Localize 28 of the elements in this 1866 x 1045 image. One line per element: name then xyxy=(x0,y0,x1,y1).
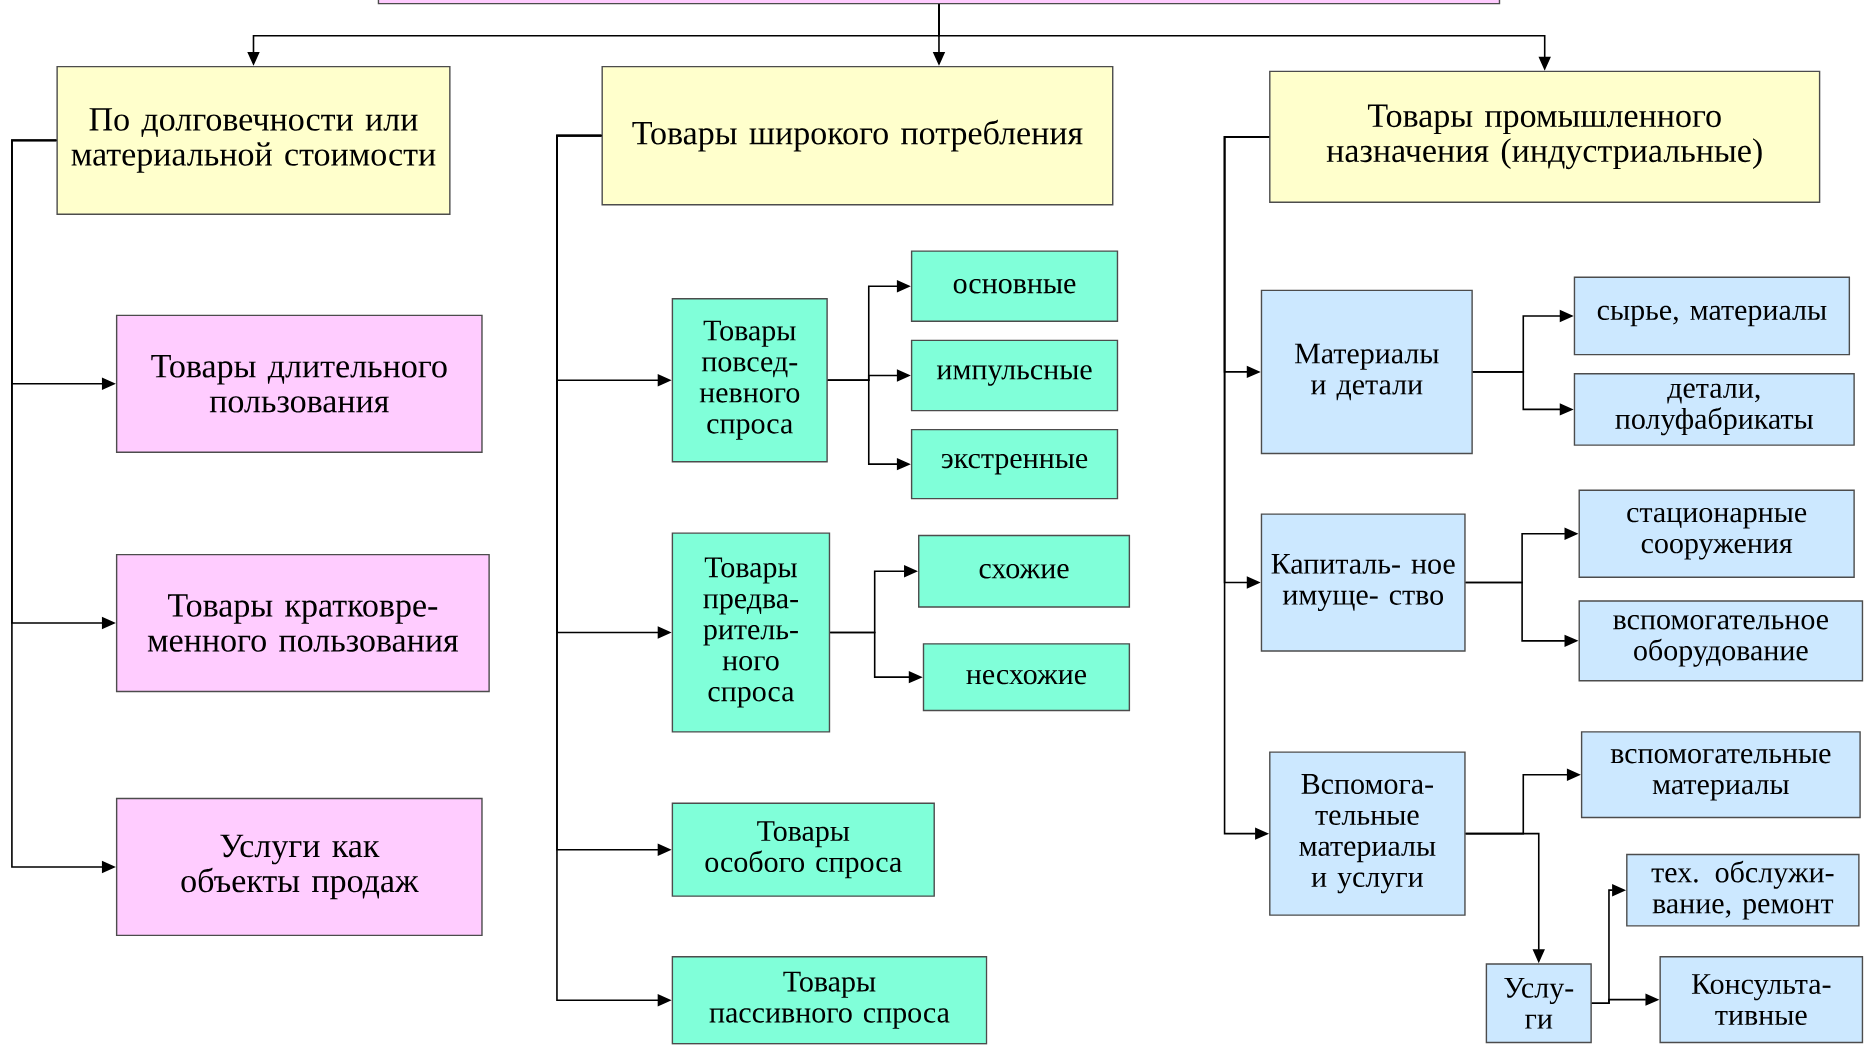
subtype-box: Товары пассивного спроса xyxy=(671,956,988,1045)
subtype-box: вспомогательные материалы xyxy=(1580,731,1861,819)
category-box: Товары широкого потребления xyxy=(601,66,1114,206)
subtype-box: Товары предва- ритель- ного спроса xyxy=(671,532,831,733)
subtype-box: Консульта- тивные xyxy=(1659,956,1864,1044)
subtype-box: Вспомога- тельные материалы и услуги xyxy=(1269,751,1466,916)
subtype-box: тех. обслужи- вание, ремонт xyxy=(1626,853,1860,927)
subtype-box: Услу- ги xyxy=(1485,963,1592,1044)
subtype-box: Товары особого спроса xyxy=(671,802,935,897)
subtype-box: детали, полуфабрикаты xyxy=(1573,373,1855,446)
category-box: Товары промышленного назначения (индустриальные) xyxy=(1269,70,1821,204)
type-box: Товары кратковре- менного пользования xyxy=(115,553,490,693)
arrow xyxy=(1223,136,1270,840)
subtype-box: Товары повсед- невного спроса xyxy=(671,298,828,463)
type-box: Товары длительного пользования xyxy=(115,314,483,453)
subtype-box: сырье, материалы xyxy=(1573,276,1851,356)
subtype-box: Материалы и детали xyxy=(1260,289,1473,455)
subtype-box: вспомогательное оборудование xyxy=(1578,600,1864,682)
subtype-box: несхожие xyxy=(922,643,1131,712)
subtype-box: Капиталь- ное имуще- ство xyxy=(1260,513,1466,652)
subtype-box: основные xyxy=(910,250,1119,323)
subtype-box: импульсные xyxy=(910,339,1119,412)
type-box: Услуги как объекты продаж xyxy=(115,797,483,937)
header-box xyxy=(377,0,1501,5)
category-box: По долговечности или материальной стоимости xyxy=(56,66,451,215)
subtype-box: экстренные xyxy=(910,429,1119,500)
subtype-box: стационарные сооружения xyxy=(1578,489,1855,578)
subtype-box: схожие xyxy=(918,534,1131,608)
